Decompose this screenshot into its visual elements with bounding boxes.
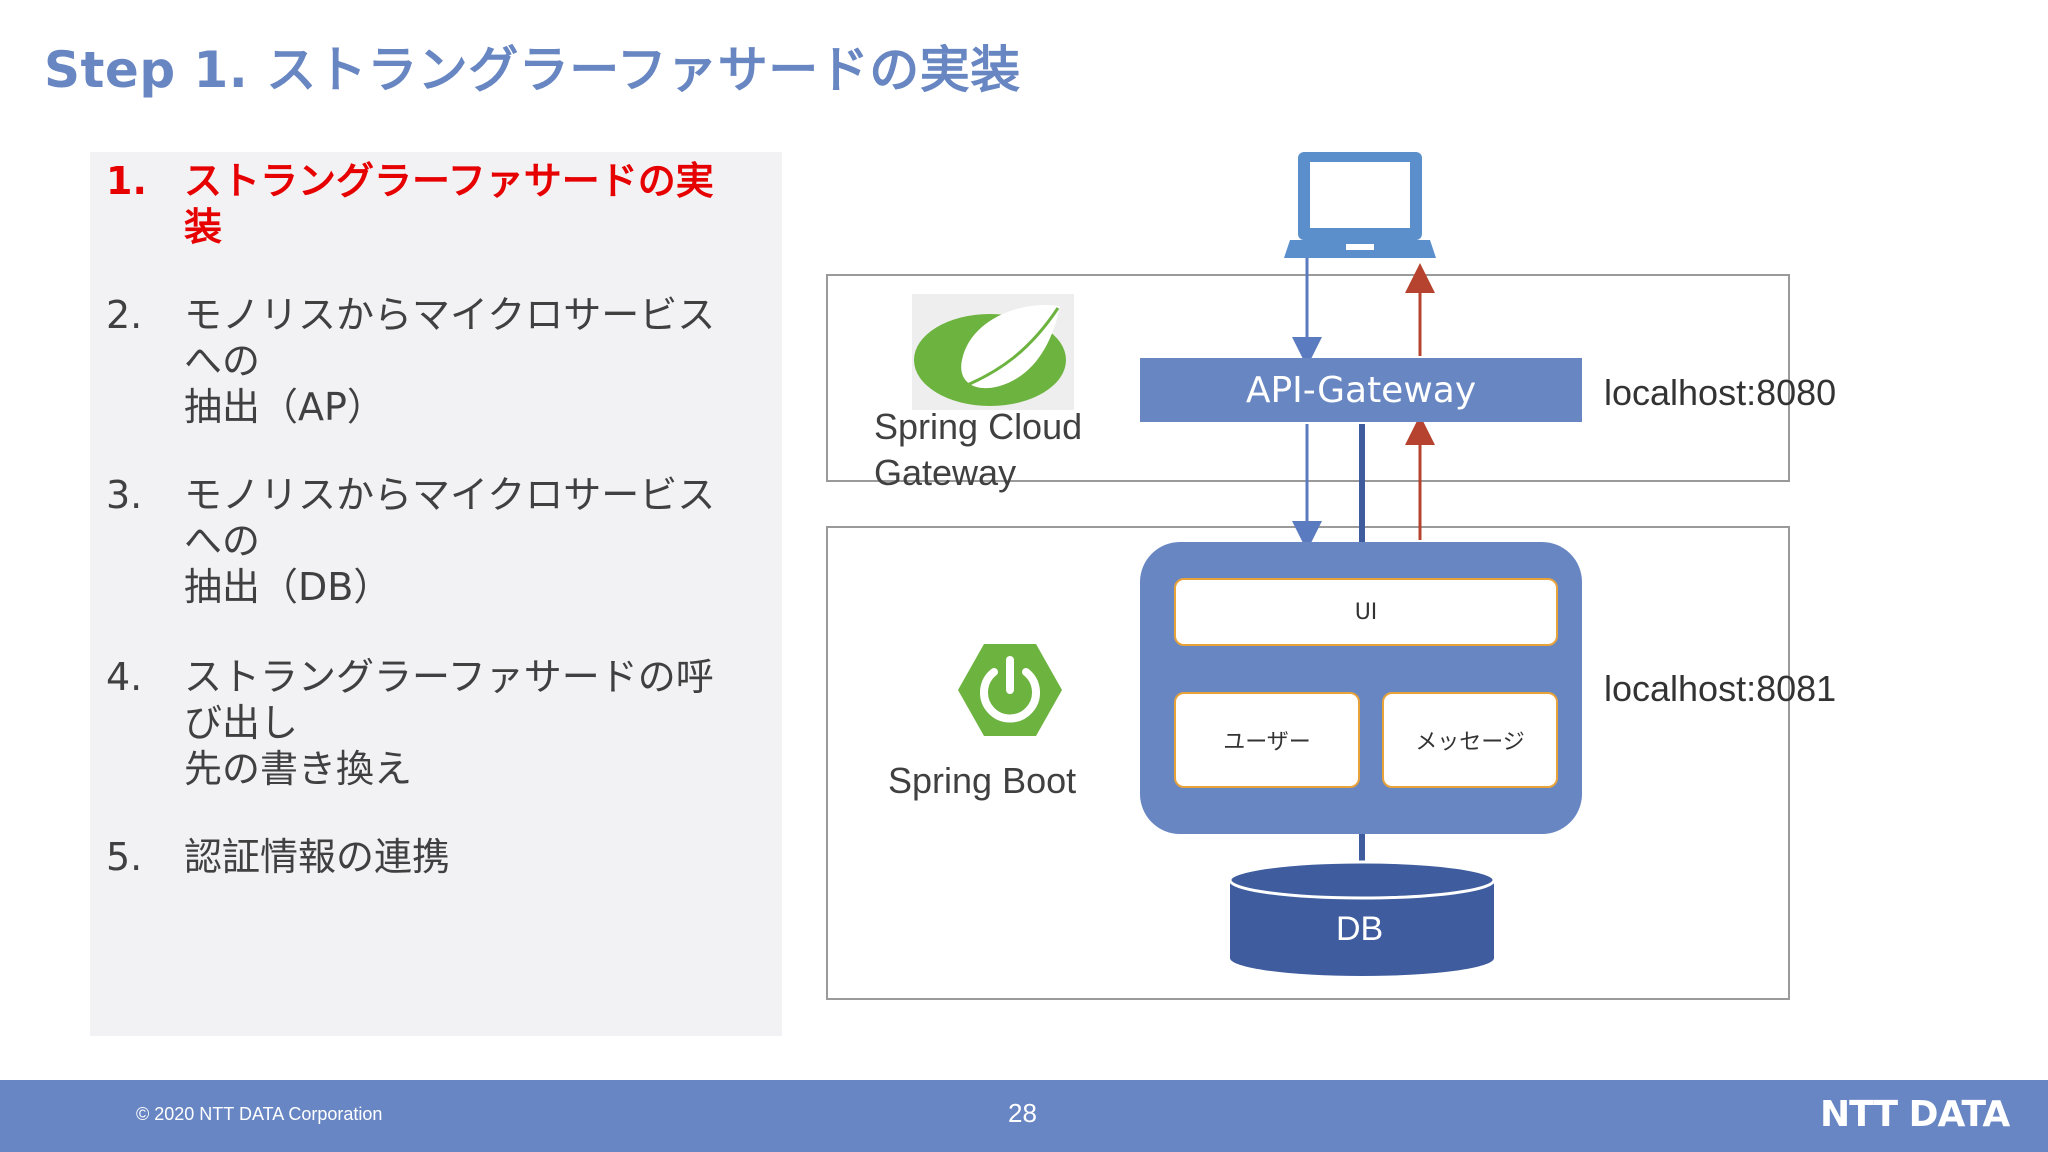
agenda-number: 3. xyxy=(106,473,143,517)
agenda-number: 2. xyxy=(106,293,143,337)
agenda-text: 認証情報の連携 xyxy=(184,835,451,879)
copyright-text: © 2020 NTT DATA Corporation xyxy=(136,1104,383,1124)
agenda-text: ストラングラーファサードの呼び出し 先の書き換え xyxy=(184,655,714,791)
ui-module: UI xyxy=(1174,578,1558,646)
slide-title: Step 1. ストラングラーファサードの実装 xyxy=(44,41,1021,99)
agenda-text: ストラングラーファサードの実装 xyxy=(184,159,714,249)
agenda-panel: 1. ストラングラーファサードの実装 2. モノリスからマイクロサービスへの 抽… xyxy=(90,152,782,1036)
agenda-text: モノリスからマイクロサービスへの 抽出（AP） xyxy=(184,293,716,429)
spring-cloud-gateway-label: Spring Cloud Gateway xyxy=(874,406,1083,493)
gateway-host-label: localhost:8080 xyxy=(1604,372,1837,413)
agenda-number: 1. xyxy=(106,159,147,203)
page-number: 28 xyxy=(1008,1098,1037,1128)
agenda-number: 4. xyxy=(106,655,143,699)
user-module: ユーザー xyxy=(1174,692,1360,788)
message-module: メッセージ xyxy=(1382,692,1558,788)
application-block: UI ユーザー メッセージ xyxy=(1140,542,1582,834)
ntt-data-logo: NTT DATA xyxy=(1820,1094,2010,1135)
db-label: DB xyxy=(1336,910,1384,948)
footer-bar: © 2020 NTT DATA Corporation 28 NTT DATA xyxy=(0,1080,2048,1152)
app-host-label: localhost:8081 xyxy=(1604,668,1837,709)
agenda-number: 5. xyxy=(106,835,143,879)
api-gateway-box: API-Gateway xyxy=(1140,358,1582,422)
spring-boot-label: Spring Boot xyxy=(888,760,1077,801)
agenda-text: モノリスからマイクロサービスへの 抽出（DB） xyxy=(184,473,716,609)
